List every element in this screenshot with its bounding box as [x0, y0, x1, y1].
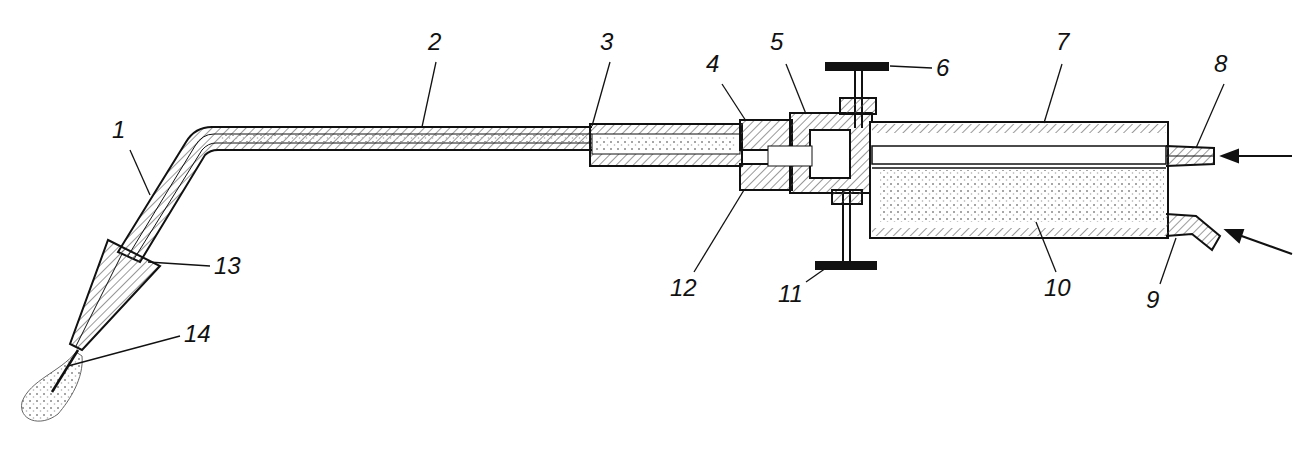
callout-number: 7: [1056, 30, 1069, 54]
callout-number: 12: [670, 276, 697, 300]
callout-number: 13: [214, 254, 241, 278]
callout-number: 4: [706, 52, 719, 76]
callout-number: 5: [770, 30, 783, 54]
callout-number: 10: [1044, 276, 1071, 300]
callout-number: 2: [428, 30, 441, 54]
callout-number: 11: [778, 282, 803, 306]
callout-number: 1: [112, 118, 125, 142]
callout-number: 9: [1146, 288, 1159, 312]
callout-number: 6: [936, 56, 949, 80]
callout-number: 3: [600, 30, 613, 54]
leader-lines: [68, 62, 1224, 366]
callout-number: 14: [184, 322, 211, 346]
callout-number: 8: [1214, 52, 1227, 76]
